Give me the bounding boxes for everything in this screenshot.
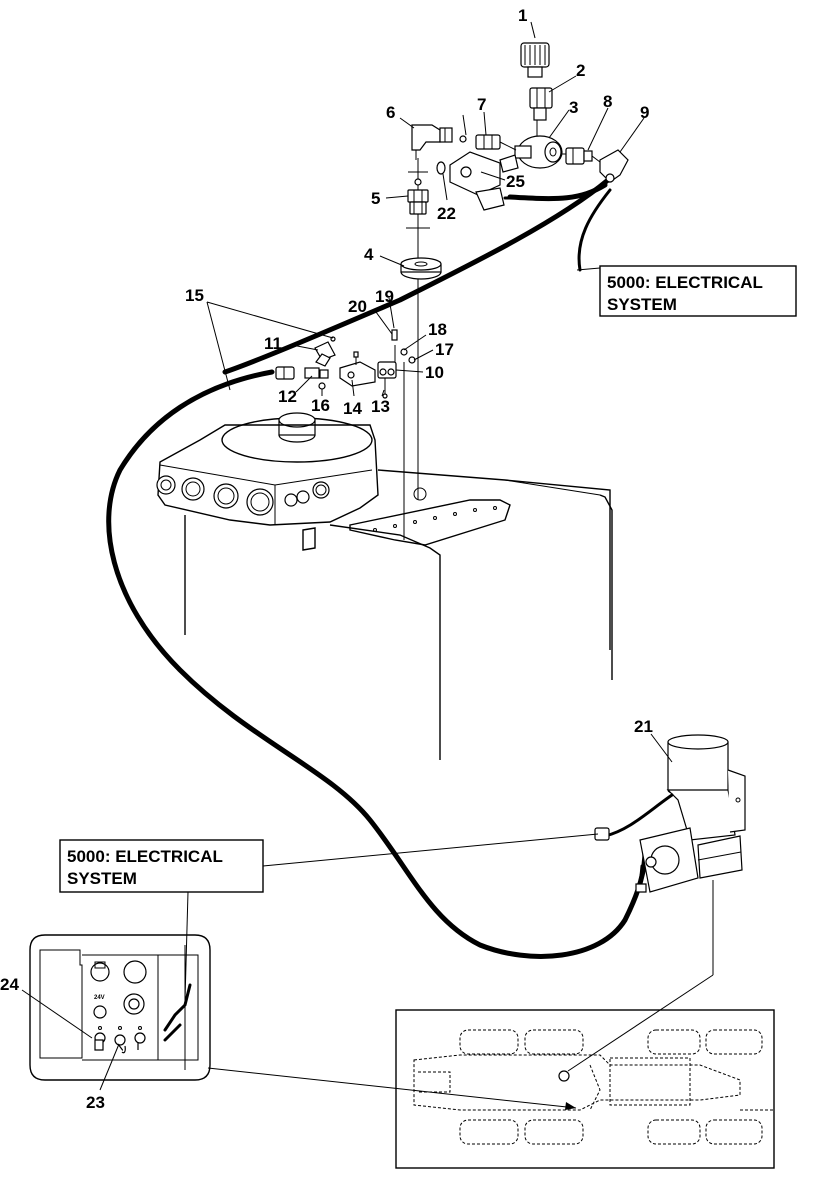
callout-3: 3 bbox=[569, 98, 578, 117]
washer-22 bbox=[436, 161, 446, 175]
reference-box-left-line1: 5000: ELECTRICAL bbox=[67, 847, 223, 866]
callout-18: 18 bbox=[428, 320, 447, 339]
hose-end-11 bbox=[275, 341, 336, 380]
tank-body bbox=[156, 412, 613, 760]
callout-6: 6 bbox=[386, 103, 395, 122]
reference-box-top: 5000: ELECTRICAL SYSTEM bbox=[599, 265, 797, 317]
screw-18 bbox=[400, 348, 408, 356]
fitting-7 bbox=[459, 134, 501, 150]
callout-labels: 1 2 3 4 5 6 7 8 9 10 11 12 13 14 15 16 1… bbox=[0, 6, 653, 1112]
callout-8: 8 bbox=[603, 92, 612, 111]
callout-5: 5 bbox=[371, 189, 380, 208]
bracket-14 bbox=[339, 351, 376, 387]
vertical-fittings bbox=[400, 158, 442, 500]
callout-10: 10 bbox=[425, 363, 444, 382]
pump-motor-21 bbox=[594, 734, 746, 893]
callout-14: 14 bbox=[343, 399, 362, 418]
callout-25: 25 bbox=[506, 172, 525, 191]
callout-15: 15 bbox=[185, 286, 204, 305]
callout-4: 4 bbox=[364, 245, 374, 264]
coupling-5 bbox=[407, 189, 429, 215]
reference-box-left-line2: SYSTEM bbox=[67, 869, 137, 888]
reference-box-left: 5000: ELECTRICAL SYSTEM bbox=[59, 839, 264, 893]
reference-box-top-line1: 5000: ELECTRICAL bbox=[607, 273, 763, 292]
callout-21: 21 bbox=[634, 717, 653, 736]
control-panel-inset: 24V bbox=[29, 934, 211, 1081]
fitting-12 bbox=[304, 367, 329, 379]
callout-20: 20 bbox=[348, 297, 367, 316]
callout-7: 7 bbox=[477, 95, 486, 114]
reference-box-top-line2: SYSTEM bbox=[607, 295, 677, 314]
callout-17: 17 bbox=[435, 340, 454, 359]
valve-10 bbox=[377, 361, 397, 379]
callout-12: 12 bbox=[278, 387, 297, 406]
callout-24: 24 bbox=[0, 975, 19, 994]
vehicle-inset bbox=[395, 1009, 775, 1169]
grommet-4 bbox=[400, 257, 442, 280]
panel-voltage-label: 24V bbox=[94, 995, 105, 1001]
callout-9: 9 bbox=[640, 103, 649, 122]
callout-22: 22 bbox=[437, 204, 456, 223]
elbow-fitting-6 bbox=[411, 124, 453, 160]
fitting-8 bbox=[565, 147, 593, 165]
callout-19: 19 bbox=[375, 287, 394, 306]
elbow-fitting-9 bbox=[599, 149, 629, 183]
callout-2: 2 bbox=[576, 61, 585, 80]
callout-11: 11 bbox=[264, 334, 282, 353]
hose-assembly bbox=[106, 177, 648, 959]
knob-cap bbox=[520, 42, 550, 78]
valve-body bbox=[514, 135, 563, 169]
solenoid-25 bbox=[449, 151, 522, 211]
callout-16: 16 bbox=[311, 396, 330, 415]
valve-assembly bbox=[411, 42, 629, 211]
hex-adapter bbox=[529, 87, 553, 121]
callout-13: 13 bbox=[371, 397, 390, 416]
leader-lines bbox=[21, 21, 714, 1110]
callout-1: 1 bbox=[518, 6, 527, 25]
callout-23: 23 bbox=[86, 1093, 105, 1112]
pin-19 bbox=[391, 329, 398, 341]
